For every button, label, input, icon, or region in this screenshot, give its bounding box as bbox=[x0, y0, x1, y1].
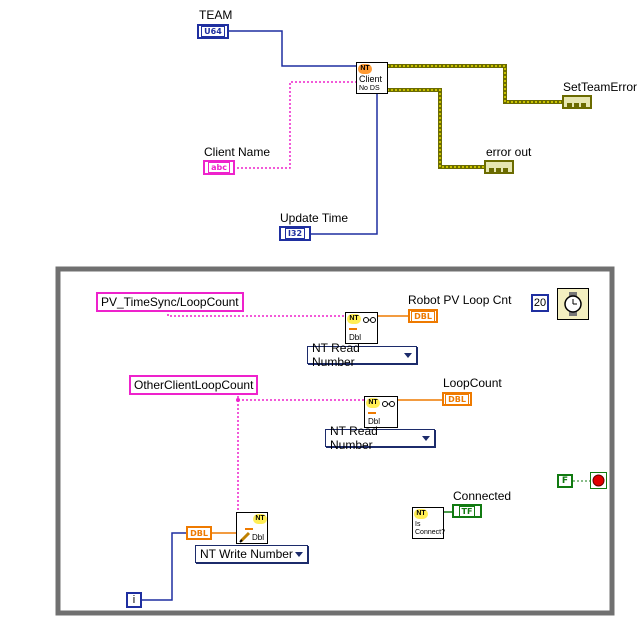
selector-label: NT Read Number bbox=[312, 341, 360, 369]
selector-label: NT Read Number bbox=[330, 424, 378, 452]
input-marker bbox=[245, 528, 253, 530]
client-name-control-terminal[interactable]: abc bbox=[203, 160, 235, 175]
conversion-type: DBL bbox=[190, 528, 208, 538]
loop-count-label: LoopCount bbox=[443, 376, 502, 390]
error-cluster-icon bbox=[567, 103, 586, 108]
wait-ms-constant[interactable]: 20 bbox=[531, 294, 549, 312]
loop-stop-terminal[interactable] bbox=[590, 472, 607, 489]
nt-write-number-vi[interactable]: NT Dbl bbox=[236, 512, 268, 544]
client-vi-text: Client bbox=[359, 74, 383, 84]
client-vi-subtext: No DS bbox=[359, 85, 380, 92]
nt-read-number-vi-1[interactable]: NT Dbl bbox=[345, 312, 378, 344]
chevron-down-icon bbox=[295, 551, 303, 557]
read-glasses-icon bbox=[363, 317, 376, 323]
set-team-error-label: SetTeamError bbox=[563, 80, 638, 94]
connected-type: TF bbox=[458, 505, 476, 517]
nt-badge: NT bbox=[358, 64, 372, 74]
loop-count-indicator[interactable]: DBL bbox=[442, 392, 472, 406]
update-time-control-terminal[interactable]: I32 bbox=[279, 226, 311, 241]
write-subtext: Dbl bbox=[252, 533, 265, 542]
stop-sign-icon bbox=[592, 474, 605, 487]
connected-label: Connected bbox=[453, 489, 512, 503]
read2-subtext: Dbl bbox=[368, 417, 381, 426]
while-loop-frame bbox=[55, 266, 615, 616]
set-team-error-indicator[interactable] bbox=[562, 95, 592, 109]
nt-badge: NT bbox=[366, 398, 380, 408]
nt-is-connected-vi[interactable]: NT Is Connect? bbox=[412, 507, 445, 539]
pencil-icon bbox=[239, 531, 251, 543]
iteration-wire bbox=[142, 532, 186, 601]
read-glasses-icon bbox=[382, 401, 395, 407]
error-out-wire bbox=[387, 88, 484, 169]
set-team-error-wire bbox=[387, 64, 562, 104]
error-out-label: error out bbox=[486, 145, 532, 159]
robot-pv-type: DBL bbox=[411, 310, 435, 322]
set-team-error-wire-hl bbox=[387, 65, 562, 103]
team-wire bbox=[229, 30, 358, 67]
wristwatch-icon bbox=[564, 292, 582, 316]
loop-count-type: DBL bbox=[445, 393, 469, 405]
to-double-conversion[interactable]: DBL bbox=[186, 526, 212, 540]
update-time-type: I32 bbox=[284, 228, 306, 239]
is-connected-subtext: Connect? bbox=[415, 529, 445, 536]
update-time-label: Update Time bbox=[280, 211, 349, 225]
error-out-indicator[interactable] bbox=[484, 160, 514, 174]
iteration-terminal: i bbox=[126, 592, 142, 608]
error-out-wire-hl bbox=[387, 89, 484, 168]
connected-indicator[interactable]: TF bbox=[452, 504, 482, 518]
nt-badge: NT bbox=[414, 509, 428, 519]
error-cluster-icon bbox=[489, 168, 508, 173]
otherclient-path-constant[interactable]: OtherClientLoopCount bbox=[129, 375, 259, 395]
output-marker bbox=[349, 328, 357, 330]
selector-label: NT Write Number bbox=[200, 547, 293, 561]
chevron-down-icon bbox=[404, 352, 412, 358]
nt-write-number-selector[interactable]: NT Write Number bbox=[195, 545, 308, 563]
is-connected-text: Is bbox=[415, 521, 421, 528]
client-name-wire bbox=[233, 81, 358, 169]
team-label: TEAM bbox=[199, 8, 233, 22]
nt-badge: NT bbox=[253, 514, 267, 524]
robot-pv-loop-cnt-label: Robot PV Loop Cnt bbox=[408, 293, 512, 307]
timesync-path-wire bbox=[167, 310, 345, 317]
nt-read-number-selector-1[interactable]: NT Read Number bbox=[307, 341, 417, 369]
client-name-type: abc bbox=[208, 162, 230, 173]
false-constant[interactable]: F bbox=[557, 474, 573, 488]
wire-junction bbox=[236, 398, 240, 402]
nt-read-number-vi-2[interactable]: NT Dbl bbox=[364, 396, 398, 428]
chevron-down-icon bbox=[422, 435, 430, 441]
update-time-wire bbox=[311, 94, 378, 235]
timesync-path-constant[interactable]: PV_TimeSync/LoopCount bbox=[96, 292, 244, 312]
output-marker bbox=[368, 412, 376, 414]
robot-pv-loop-cnt-indicator[interactable]: DBL bbox=[408, 309, 438, 323]
nt-read-number-selector-2[interactable]: NT Read Number bbox=[325, 424, 435, 452]
read1-subtext: Dbl bbox=[349, 333, 362, 342]
team-type: U64 bbox=[201, 26, 225, 37]
team-control-terminal[interactable]: U64 bbox=[197, 24, 229, 39]
nt-badge: NT bbox=[347, 314, 361, 324]
nt-client-vi[interactable]: NT Client No DS bbox=[356, 62, 388, 94]
wait-ms-vi[interactable] bbox=[557, 288, 589, 320]
client-name-label: Client Name bbox=[204, 145, 271, 159]
